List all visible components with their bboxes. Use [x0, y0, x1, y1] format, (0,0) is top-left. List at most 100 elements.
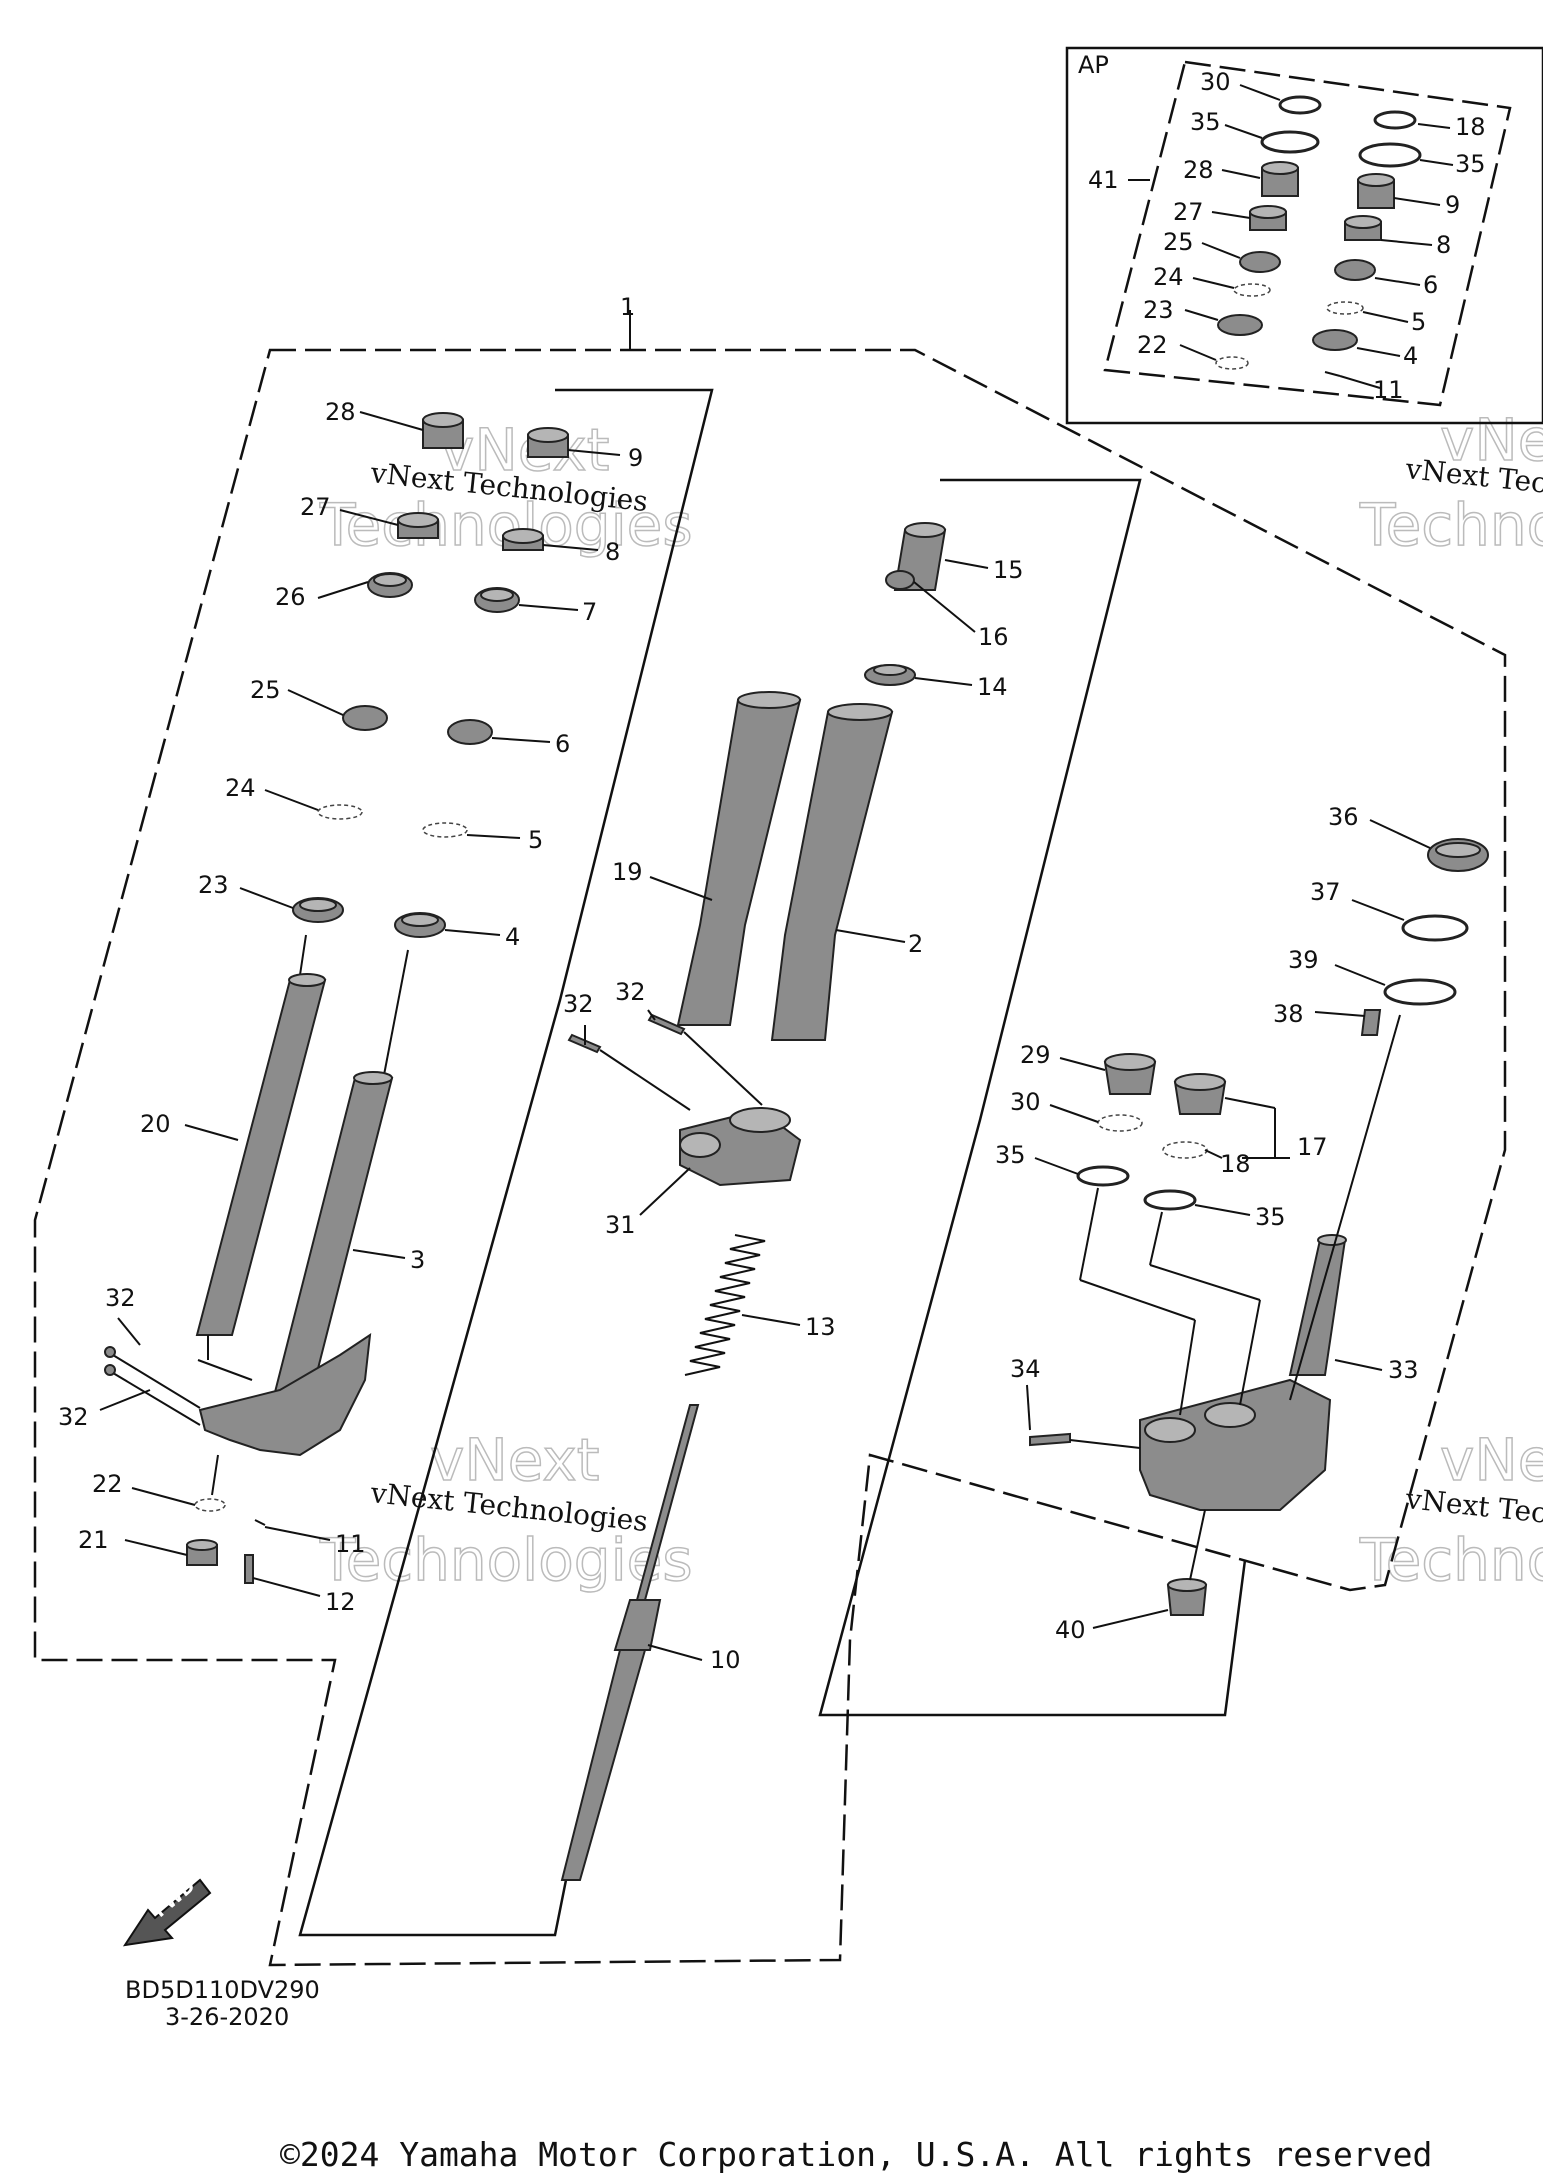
drawing-date: 3-26-2020: [165, 2003, 289, 2031]
ap-part-9: [1357, 173, 1395, 209]
callout-9: 9: [628, 444, 643, 472]
assembly-1-outline: [33, 348, 1507, 1967]
part-30-ring: [1097, 1114, 1143, 1132]
watermark-top: vNext Technologies vNext Technologies: [318, 415, 693, 560]
callout-31: 31: [605, 1211, 636, 1239]
fork-right-group-outline: [818, 478, 1247, 1717]
callout-32-center-right: 32: [615, 978, 646, 1006]
callout-2: 2: [908, 930, 923, 958]
svg-text:18: 18: [1455, 113, 1486, 141]
part-35-oring-left: [1076, 1165, 1130, 1187]
ap-part-35-right: [1358, 142, 1422, 168]
callout-1: 1: [620, 293, 635, 321]
callout-32-left-top: 32: [105, 1284, 136, 1312]
svg-text:41: 41: [1088, 166, 1119, 194]
leaders-left-small: [239, 411, 621, 1076]
callout-23: 23: [198, 871, 229, 899]
ap-part-25: [1239, 251, 1281, 273]
svg-text:8: 8: [1436, 231, 1451, 259]
svg-text:24: 24: [1153, 263, 1184, 291]
callout-7: 7: [582, 598, 597, 626]
callout-3: 3: [410, 1246, 425, 1274]
part-29-bushing: [1103, 1053, 1157, 1095]
ap-part-4: [1312, 329, 1358, 351]
svg-text:Technologies: Technologies: [1359, 1526, 1543, 1594]
ap-part-23: [1217, 314, 1263, 336]
part-32-bolts-center: [567, 1013, 686, 1054]
svg-text:23: 23: [1143, 296, 1174, 324]
callout-35-left: 35: [995, 1141, 1026, 1169]
ap-part-27: [1249, 205, 1287, 231]
part-19-outer-tube: [676, 691, 802, 1026]
callout-33: 33: [1388, 1356, 1419, 1384]
part-34-bolt: [1029, 1432, 1071, 1447]
ap-part-35-left: [1260, 130, 1320, 154]
part-31-clamp: [679, 1107, 802, 1187]
ap-part-5: [1326, 301, 1364, 315]
part-8-washer: [502, 528, 544, 551]
callout-36: 36: [1328, 803, 1359, 831]
ap-part-8: [1344, 215, 1382, 241]
part-32-bolts-left: [104, 1346, 201, 1426]
part-5-clip: [422, 822, 468, 838]
callout-25: 25: [250, 676, 281, 704]
part-36-bearing: [1427, 838, 1489, 872]
part-22-oring: [194, 1498, 226, 1512]
svg-text:5: 5: [1411, 308, 1426, 336]
svg-text:27: 27: [1173, 198, 1204, 226]
callout-32-left-bottom: 32: [58, 1403, 89, 1431]
part-37-race: [1401, 914, 1469, 942]
ap-group-outline: [1103, 60, 1512, 407]
part-7-seal: [474, 587, 520, 613]
svg-text:vNext: vNext: [430, 1426, 599, 1494]
part-6-seal: [447, 719, 493, 745]
part-3-lower-casting: [198, 1332, 372, 1457]
part-26-seal: [367, 572, 413, 598]
ap-part-24: [1233, 283, 1271, 297]
part-23-seal: [292, 897, 344, 923]
svg-text:25: 25: [1163, 228, 1194, 256]
part-39-seal: [1383, 978, 1457, 1006]
part-27-washer: [397, 512, 439, 539]
callout-37: 37: [1310, 878, 1341, 906]
svg-text:28: 28: [1183, 156, 1214, 184]
part-11-washer: [254, 1519, 266, 1526]
callout-28: 28: [325, 398, 356, 426]
ap-part-28: [1261, 161, 1299, 197]
callout-26: 26: [275, 583, 306, 611]
watermark-right-bottom: vNext Technologies vNext Technologies: [1358, 1425, 1543, 1595]
part-35-oring-right: [1143, 1189, 1197, 1211]
callout-32-center-left: 32: [563, 990, 594, 1018]
svg-text:4: 4: [1403, 342, 1418, 370]
part-3-inner-tube: [271, 1071, 394, 1401]
part-17-bushing: [1173, 1073, 1227, 1115]
callout-8: 8: [605, 538, 620, 566]
callout-27: 27: [300, 493, 331, 521]
callout-39: 39: [1288, 946, 1319, 974]
part-10-damper-rod: [560, 1404, 700, 1881]
callout-30: 30: [1010, 1088, 1041, 1116]
part-14-washer: [864, 664, 916, 686]
leader-casting-22: [211, 1454, 219, 1496]
callout-14: 14: [977, 673, 1008, 701]
fwd-arrow-icon: FWD: [122, 1875, 212, 1947]
copyright-notice: ©2024 Yamaha Motor Corporation, U.S.A. A…: [280, 2135, 1433, 2174]
callout-13: 13: [805, 1313, 836, 1341]
callout-18: 18: [1220, 1150, 1251, 1178]
callout-24: 24: [225, 774, 256, 802]
ap-inset-label: AP: [1078, 51, 1109, 79]
svg-text:vNext: vNext: [1440, 1426, 1543, 1494]
ap-part-30: [1278, 95, 1322, 115]
watermark-bottom: vNext Technologies vNext Technologies: [318, 1425, 693, 1595]
svg-text:Technologies: Technologies: [319, 1526, 693, 1594]
callout-35-right: 35: [1255, 1203, 1286, 1231]
leaders-right: [1026, 819, 1431, 1629]
part-2-outer-tube: [770, 703, 894, 1041]
part-12-bolt: [244, 1554, 254, 1584]
svg-text:30: 30: [1200, 68, 1231, 96]
callout-11: 11: [335, 1530, 366, 1558]
callout-12: 12: [325, 1588, 356, 1616]
callout-22: 22: [92, 1470, 123, 1498]
svg-text:6: 6: [1423, 271, 1438, 299]
